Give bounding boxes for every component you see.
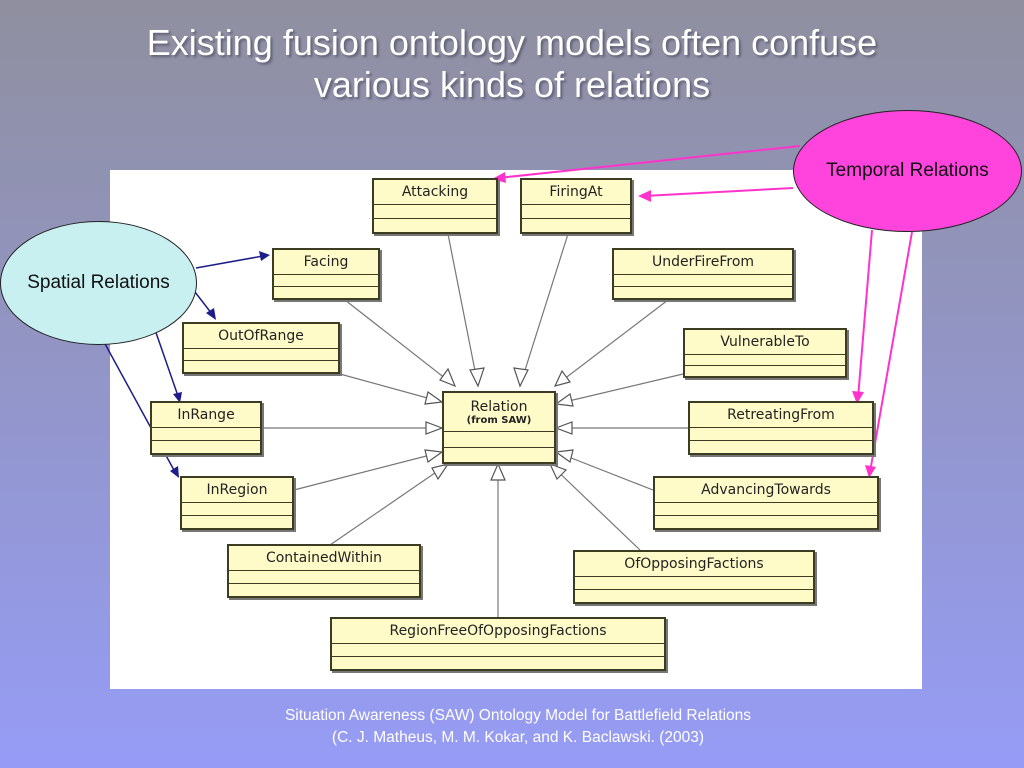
spatial-arrow-inrange [152, 323, 179, 397]
spatial-arrow-facing [195, 255, 264, 269]
gen-outofrange [339, 373, 443, 403]
gen-head-outofrange [424, 390, 444, 405]
caption-line-2: (C. J. Matheus, M. M. Kokar, and K. Bacl… [331, 729, 705, 746]
class-name-relation: Relation [470, 399, 528, 415]
gen-inregion [293, 451, 443, 491]
class-name-regionfreeofopposingfactions: RegionFreeOfOpposingFactions [332, 619, 664, 644]
uml-class-regionfreeofopposingfactions: RegionFreeOfOpposingFactions [330, 617, 666, 671]
gen-head-inregion [424, 449, 444, 464]
gen-underfirefrom [554, 299, 669, 387]
gen-head-facing [439, 367, 457, 388]
uml-class-inregion: InRegion [180, 476, 294, 530]
gen-ofopposingfactions [549, 463, 641, 551]
gen-head-firingat [513, 367, 529, 388]
class-name-facing: Facing [274, 250, 378, 275]
uml-class-firingat: FiringAt [520, 178, 632, 234]
caption-line-1: Situation Awareness (SAW) Ontology Model… [284, 707, 752, 724]
uml-class-underfirefrom: UnderFireFrom [612, 248, 794, 300]
class-name-outofrange: OutOfRange [184, 324, 338, 349]
class-name-vulnerableto: VulnerableTo [685, 330, 845, 355]
gen-head-advancingtowards [554, 449, 574, 464]
spatial-head-inregion [170, 466, 179, 478]
title-line-2: various kinds of relations [313, 64, 711, 105]
spatial-arrow-outofrange [194, 291, 213, 315]
gen-head-attacking [469, 367, 485, 388]
uml-class-attacking: Attacking [372, 178, 498, 234]
gen-facing [344, 299, 456, 387]
class-name-advancingtowards: AdvancingTowards [655, 478, 877, 503]
temporal-head-retreatingfrom [852, 391, 864, 404]
spatial-relations-label: Spatial Relations [27, 272, 170, 293]
spatial-relations-callout: Spatial Relations [0, 221, 197, 345]
uml-class-vulnerableto: VulnerableTo [683, 328, 847, 378]
gen-head-underfirefrom [553, 369, 571, 387]
gen-head-vulnerableto [554, 392, 574, 407]
gen-containedwithin [329, 463, 449, 546]
uml-class-inrange: InRange [150, 401, 262, 455]
gen-attacking [447, 233, 479, 387]
gen-head-regionfree [490, 462, 506, 481]
uml-class-retreatingfrom: RetreatingFrom [688, 401, 874, 455]
figure-caption: Situation Awareness (SAW) Ontology Model… [0, 705, 1024, 749]
gen-advancingtowards [555, 451, 654, 491]
uml-class-relation: Relation (from SAW) [442, 391, 556, 464]
spatial-head-outofrange [206, 308, 216, 320]
gen-head-ofopposingfactions [548, 462, 568, 481]
gen-firingat [519, 233, 569, 387]
class-name-inregion: InRegion [182, 478, 292, 503]
class-name-firingat: FiringAt [522, 180, 630, 205]
temporal-relations-callout: Temporal Relations [793, 110, 1022, 232]
title-line-1: Existing fusion ontology models often co… [146, 22, 878, 63]
spatial-head-facing [259, 251, 270, 261]
class-name-retreatingfrom: RetreatingFrom [690, 403, 872, 428]
gen-head-inrange [425, 421, 444, 435]
temporal-arrow-advancingtowards [869, 231, 913, 473]
class-name-inrange: InRange [152, 403, 260, 428]
slide-title: Existing fusion ontology models often co… [0, 22, 1024, 106]
temporal-arrow-retreatingfrom [857, 229, 873, 399]
temporal-head-attacking [492, 172, 506, 183]
temporal-arrow-firingat [643, 187, 794, 197]
temporal-relations-label: Temporal Relations [826, 160, 989, 181]
uml-class-ofopposingfactions: OfOpposingFactions [573, 550, 815, 604]
temporal-arrow-attacking [497, 145, 801, 179]
uml-class-outofrange: OutOfRange [182, 322, 340, 374]
class-name-attacking: Attacking [374, 180, 496, 205]
uml-class-facing: Facing [272, 248, 380, 300]
class-name-underfirefrom: UnderFireFrom [614, 250, 792, 275]
class-stereotype-relation: (from SAW) [466, 415, 532, 426]
class-operations [444, 448, 554, 463]
class-name-containedwithin: ContainedWithin [229, 546, 419, 571]
temporal-head-firingat [638, 190, 651, 202]
temporal-head-advancingtowards [865, 465, 876, 478]
uml-class-containedwithin: ContainedWithin [227, 544, 421, 598]
uml-class-advancingtowards: AdvancingTowards [653, 476, 879, 530]
class-attributes [444, 432, 554, 448]
gen-head-retreatingfrom [554, 421, 573, 435]
gen-head-containedwithin [431, 463, 450, 481]
gen-vulnerableto [555, 373, 684, 405]
spatial-head-inrange [173, 392, 182, 403]
class-name-ofopposingfactions: OfOpposingFactions [575, 552, 813, 577]
